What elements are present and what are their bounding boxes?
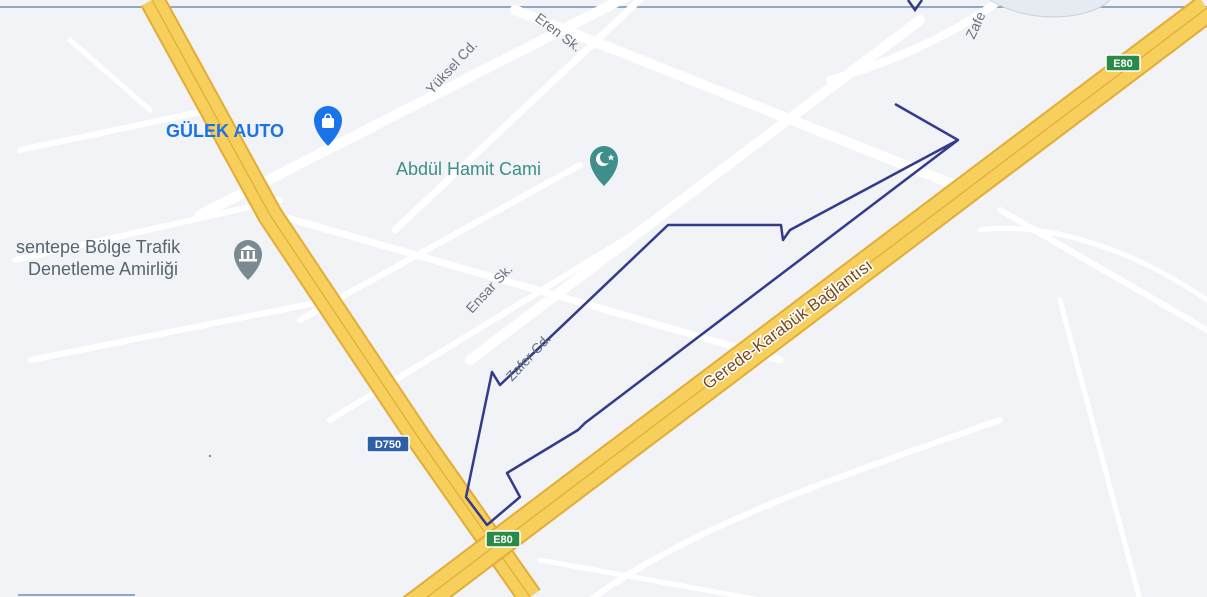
mosque-icon — [590, 146, 618, 186]
stray-dot — [208, 454, 212, 458]
shield-d750: D750 — [366, 435, 410, 453]
top-right-area — [989, 0, 1111, 18]
poi-trafik-denetleme[interactable]: sentepe Bölge Trafik Denetleme Amirliği — [16, 237, 262, 280]
road-right-3 — [589, 417, 1003, 597]
road-ramp-top — [826, 0, 1004, 84]
road-parallel-1 — [256, 206, 784, 364]
shield-e80-top-text: E80 — [1113, 58, 1133, 70]
road-left-3 — [27, 297, 333, 363]
shield-e80-bottom-text: E80 — [493, 534, 513, 546]
road-cross-1 — [297, 162, 583, 323]
parcel-outline[interactable] — [464, 102, 960, 527]
road-left-4 — [67, 37, 153, 113]
road-right-4 — [1057, 297, 1142, 597]
highway-e80 — [402, 0, 1207, 597]
road-right-2 — [977, 225, 1207, 303]
minor-roads — [12, 0, 1207, 597]
government-building-icon — [234, 240, 262, 280]
road-left-2 — [12, 197, 283, 263]
shield-e80-bottom: E80 — [485, 530, 521, 548]
partial-pin-icon — [906, 0, 924, 13]
highway-d750 — [140, 0, 541, 597]
poi-abdul-hamit-cami[interactable]: Abdül Hamit Cami — [396, 146, 618, 186]
road-left-1 — [17, 107, 213, 153]
shield-e80-top: E80 — [1105, 54, 1141, 72]
shopping-bag-icon — [314, 106, 342, 146]
road-ensar — [391, 0, 645, 234]
poi-abdul-hamit-cami-label: Abdül Hamit Cami — [396, 159, 541, 179]
road-low-1 — [537, 557, 758, 597]
poi-trafik-line2: Denetleme Amirliği — [28, 259, 178, 279]
poi-trafik-line1: sentepe Bölge Trafik — [16, 237, 181, 257]
poi-gulek-auto-label: GÜLEK AUTO — [166, 121, 284, 141]
poi-gulek-auto[interactable]: GÜLEK AUTO — [166, 106, 342, 146]
shield-d750-text: D750 — [375, 439, 401, 451]
